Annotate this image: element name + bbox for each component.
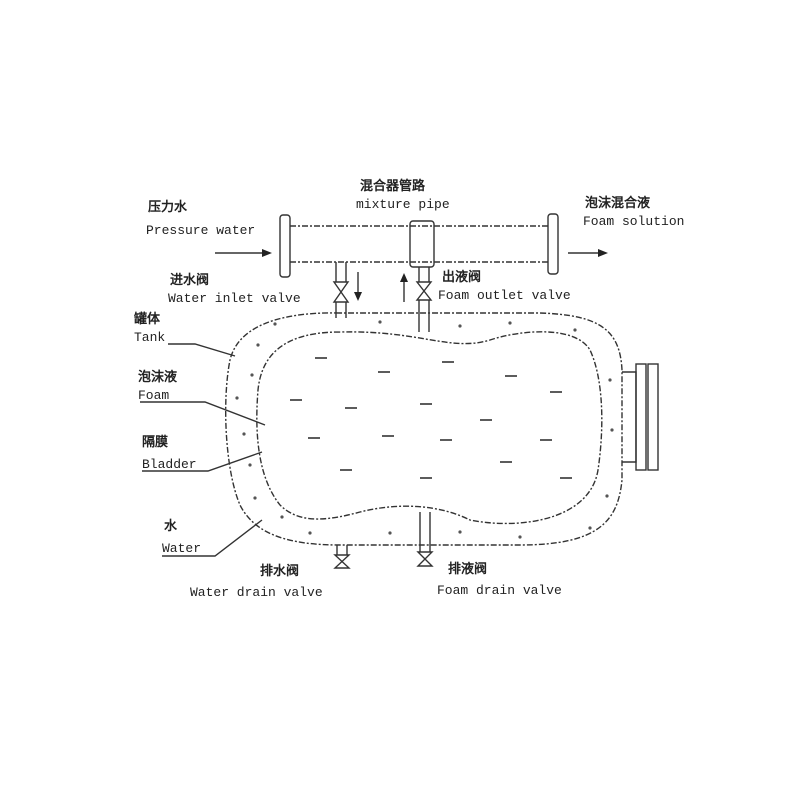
foam-drain-valve-label-zh: 排液阀 [448,561,487,577]
bladder-label: Bladder [142,457,197,472]
pressure-water-label-zh: 压力水 [148,199,188,215]
water-inlet-valve-label: Water inlet valve [168,291,301,306]
foam-outlet-valve-symbol [415,267,433,332]
tank-flange [622,363,659,471]
water-drain-valve-label-zh: 排水阀 [260,563,299,579]
foam-solution-label: Foam solution [583,214,684,229]
leader-lines [140,343,266,557]
mixture-pipe-label: mixture pipe [356,197,450,212]
tank-label: Tank [134,330,165,345]
foam-solution-label-zh: 泡沫混合液 [585,195,650,211]
foam-outlet-valve-label: Foam outlet valve [438,288,571,303]
water-drain-valve-symbol [333,545,351,569]
water-label-zh: 水 [164,518,178,534]
pressure-water-label: Pressure water [146,223,255,238]
foam-label-zh: 泡沫液 [138,369,177,385]
mixture-pipe [279,213,559,278]
bladder-membrane [256,331,603,525]
foam-label: Foam [138,388,169,403]
tank-shell [225,312,623,546]
water-drain-valve-label: Water drain valve [190,585,323,600]
water-inlet-valve-label-zh: 进水阀 [170,272,209,288]
foam-drain-valve-symbol [416,512,434,567]
foam-drain-valve-label: Foam drain valve [437,583,562,598]
mixer [409,220,435,268]
mixture-pipe-label-zh: 混合器管路 [360,178,426,194]
foam-marks [290,357,572,479]
foam-outlet-valve-label-zh: 出液阀 [442,269,481,285]
water-inlet-valve-symbol [332,262,350,318]
bladder-label-zh: 隔膜 [142,434,168,450]
flow-arrows [215,249,608,302]
water-label: Water [162,541,201,556]
water-dots [235,320,614,539]
tank-label-zh: 罐体 [133,311,161,327]
